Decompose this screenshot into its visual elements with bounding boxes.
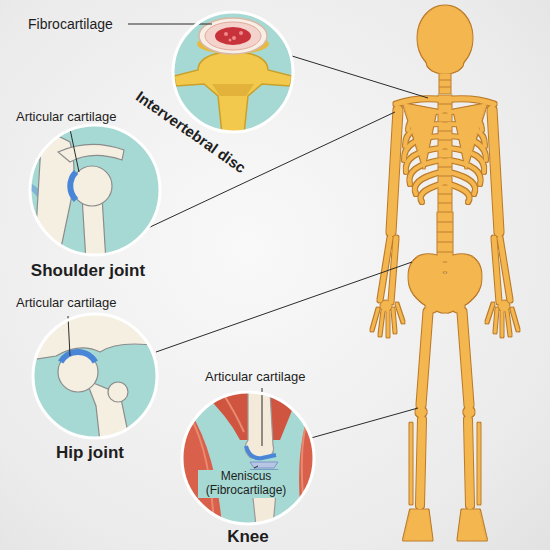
- callout-circle: [30, 311, 160, 441]
- skull-and-spine: [438, 243, 452, 251]
- knee-drawing: [222, 392, 244, 432]
- vertebra-drawing: [215, 27, 251, 45]
- skull-and-spine: [439, 132, 451, 139]
- part-label: Fibrocartilage: [28, 16, 113, 32]
- hip-drawing: [61, 352, 96, 362]
- leader-lines: [156, 262, 412, 352]
- skeleton-half: [397, 304, 403, 322]
- joint-title: Hip joint: [56, 443, 124, 463]
- skull-and-spine: [439, 204, 451, 211]
- knee-drawing: [250, 462, 278, 468]
- knee-drawing: [180, 398, 222, 526]
- hip-drawing: [30, 312, 160, 442]
- joint-callout: Articular cartilageMeniscus (Fibrocartil…: [182, 392, 314, 524]
- shoulder-drawing: [58, 144, 124, 162]
- skeleton-half: [421, 184, 441, 202]
- skull-and-spine: [436, 274, 454, 312]
- hip-drawing: [108, 382, 128, 402]
- skull-and-spine: [439, 141, 451, 148]
- joint-title: Shoulder joint: [31, 261, 145, 281]
- skull-and-spine: [440, 81, 450, 86]
- skull-and-spine: [439, 96, 451, 103]
- skeleton-half: [381, 301, 391, 311]
- skull-and-spine: [439, 105, 451, 112]
- part-label: Meniscus (Fibrocartilage): [198, 470, 294, 498]
- shoulder-drawing: [28, 128, 124, 270]
- skeleton-half: [421, 312, 428, 405]
- part-label: Articular cartilage: [205, 370, 305, 385]
- leader-lines: [311, 408, 418, 438]
- callout-circle: [27, 122, 163, 258]
- skull-and-spine: [440, 74, 450, 79]
- vertebra-drawing: [224, 32, 228, 36]
- skull-and-spine: [438, 233, 452, 241]
- leader-line: [70, 129, 79, 172]
- callout-circle: [182, 392, 314, 524]
- skeleton-half: [404, 510, 432, 540]
- skull-and-spine: [439, 186, 451, 193]
- vertebra-drawing: [232, 36, 236, 40]
- skeleton-half: [393, 309, 395, 332]
- leader-line: [68, 316, 70, 356]
- part-label: Articular cartilage: [16, 296, 116, 311]
- skull-and-spine: [439, 177, 451, 184]
- hip-drawing: [58, 352, 98, 392]
- skeleton-half: [396, 99, 445, 104]
- skeleton-half: [391, 110, 398, 232]
- leader-line: [262, 388, 263, 446]
- callout-circle: [33, 314, 157, 438]
- knee-drawing: [246, 446, 276, 458]
- skeleton-half: [410, 424, 413, 503]
- vertebra-drawing: [199, 18, 267, 54]
- vertebra-drawing: [212, 84, 254, 96]
- skull-and-spine: [439, 150, 451, 157]
- skeleton-half: [391, 238, 396, 302]
- skull-and-spine: [439, 168, 451, 175]
- joint-title: Knee: [227, 527, 269, 547]
- skull-and-spine: [438, 263, 452, 271]
- shoulder-drawing: [72, 166, 112, 206]
- vertebra-drawing: [205, 22, 261, 50]
- vertebra-drawing: [239, 31, 243, 35]
- skeleton-half: [380, 311, 383, 335]
- callout-circle: [173, 12, 293, 132]
- callout-circle: [170, 9, 296, 135]
- leader-lines: [292, 56, 428, 98]
- skull-and-spine: [438, 223, 452, 231]
- skull-and-spine: [439, 123, 451, 130]
- skeleton-half: [420, 420, 422, 505]
- joint-callout: Articular cartilageShoulder joint: [30, 125, 160, 255]
- skull-and-spine: [439, 195, 451, 202]
- part-label: Articular cartilage: [16, 110, 116, 125]
- joint-callout: FibrocartilageIntervertebral disc: [173, 12, 293, 132]
- callout-circle: [179, 389, 317, 527]
- skeleton-half: [387, 311, 390, 336]
- joint-callout: Articular cartilageHip joint: [33, 314, 157, 438]
- skull-and-spine: [439, 114, 451, 121]
- skull-and-spine: [427, 51, 463, 73]
- leader-line: [254, 466, 258, 468]
- skeleton: [372, 6, 518, 540]
- shoulder-drawing: [70, 172, 76, 200]
- skeleton-half: [445, 99, 518, 540]
- skeleton-half: [372, 309, 378, 330]
- skull-and-spine: [440, 88, 450, 93]
- skeleton-half: [380, 238, 390, 300]
- skull-and-spine: [418, 6, 472, 312]
- skeleton-half: [372, 99, 445, 540]
- callout-circle: [30, 125, 160, 255]
- knee-drawing: [245, 392, 273, 458]
- knee-drawing: [180, 390, 316, 526]
- skull-and-spine: [439, 159, 451, 166]
- skull-and-spine: [438, 253, 452, 261]
- skull-and-spine: [438, 213, 452, 221]
- vertebra-drawing: [229, 39, 232, 42]
